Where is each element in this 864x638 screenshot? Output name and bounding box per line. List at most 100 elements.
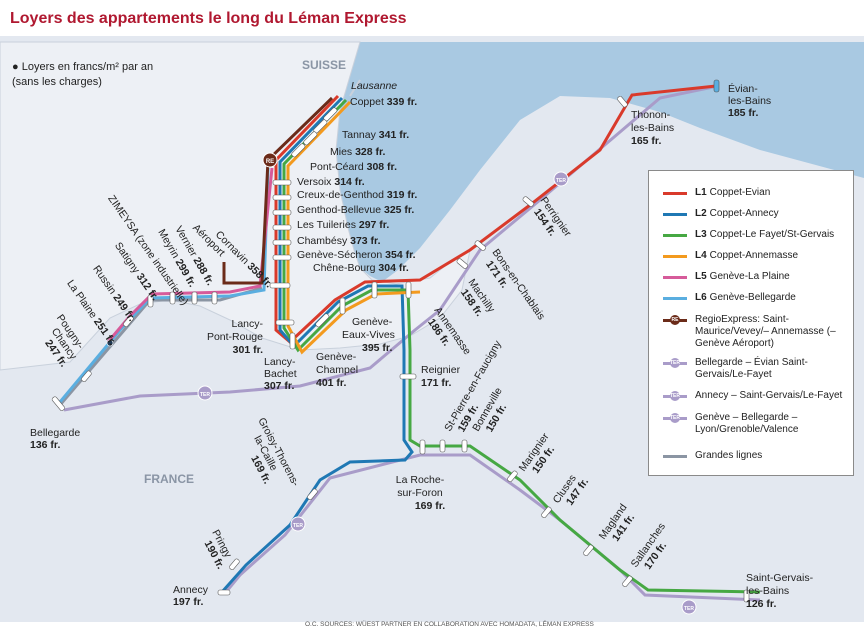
svg-text:171 fr.: 171 fr.: [421, 377, 451, 389]
svg-text:Eaux-Vives: Eaux-Vives: [342, 329, 395, 341]
station-marker-creux-de-genthod: [272, 194, 292, 201]
svg-text:Chêne-Bourg 304 fr.: Chêne-Bourg 304 fr.: [313, 262, 409, 274]
page-title: Loyers des appartements le long du Léman…: [10, 10, 407, 27]
station-marker-evian: [713, 79, 720, 93]
legend-swatch-ter-1: TER: [663, 357, 687, 369]
re-badge: RE: [262, 152, 278, 168]
legend-swatch-l2: [663, 213, 687, 216]
svg-text:Thonon-: Thonon-: [631, 109, 671, 121]
station-marker-genthod-bellevue: [272, 209, 292, 216]
legend-code-l2: L2: [695, 208, 707, 219]
legend-label-l6: Genève-Bellegarde: [709, 292, 796, 303]
legend-swatch-l6: [663, 297, 687, 300]
station-label-tannay: Tannay 341 fr.: [342, 129, 409, 141]
svg-text:307 fr.: 307 fr.: [264, 380, 294, 392]
station-label-les-tuileries: Les Tuileries 297 fr.: [297, 219, 389, 231]
station-marker-bons: [474, 240, 487, 251]
legend-item-regioexpress: RE RegioExpress: Saint-Maurice/Vevey/– A…: [663, 314, 849, 350]
legend-code-l6: L6: [695, 292, 707, 303]
svg-text:Pont-Céard 308 fr.: Pont-Céard 308 fr.: [310, 161, 397, 173]
station-label-geneve-secheron: Genève-Sécheron 354 fr.: [297, 249, 416, 261]
svg-text:La Roche-: La Roche-: [396, 474, 445, 486]
legend-item-ter-annecy: TER Annecy – Saint-Gervais/Le-Fayet: [663, 390, 849, 402]
svg-text:Genève-Sécheron 354 fr.: Genève-Sécheron 354 fr.: [297, 249, 416, 261]
legend-item-ter-geneve-lyon: TER Genève – Bellegarde – Lyon/Grenoble/…: [663, 412, 849, 436]
svg-text:126 fr.: 126 fr.: [746, 598, 776, 610]
station-marker-lancy-pont-rouge: [275, 319, 295, 326]
legend-item-grandes-lignes: Grandes lignes: [663, 450, 849, 462]
svg-text:301 fr.: 301 fr.: [233, 344, 263, 356]
ter-badge-icon: TER: [670, 358, 680, 368]
station-marker-les-tuileries: [272, 224, 292, 231]
svg-text:Reignier: Reignier: [421, 364, 461, 376]
legend-label-l1: Coppet-Evian: [709, 187, 771, 198]
svg-text:Mies 328 fr.: Mies 328 fr.: [330, 146, 386, 158]
station-marker-vernier: [211, 291, 218, 305]
legend-swatch-l3: [663, 234, 687, 237]
station-label-versoix: Versoix 314 fr.: [297, 176, 365, 188]
legend-label-grandes-lignes: Grandes lignes: [695, 450, 763, 461]
legend-label-ter-bellegarde-evian: Bellegarde – Évian Saint-Gervais/Le-Faye…: [695, 357, 808, 380]
station-marker-geneve-champel: [315, 313, 330, 328]
svg-text:sur-Foron: sur-Foron: [397, 487, 443, 499]
country-label-switzerland: SUISSE: [302, 58, 346, 72]
legend-swatch-l4: [663, 255, 687, 258]
svg-text:Les Tuileries 297 fr.: Les Tuileries 297 fr.: [297, 219, 389, 231]
legend-swatch-l5: [663, 276, 687, 279]
station-marker-versoix: [272, 179, 292, 186]
station-marker-bonneville: [461, 439, 468, 453]
svg-text:TER: TER: [684, 606, 694, 612]
legend-label-regioexpress: RegioExpress: Saint-Maurice/Vevey/– Anne…: [695, 314, 836, 349]
svg-text:185 fr.: 185 fr.: [728, 107, 758, 119]
legend-code-l1: L1: [695, 187, 707, 198]
station-marker-pringy: [229, 558, 240, 571]
ter-badge-bellegarde: TER: [197, 385, 213, 401]
legend-label-l3: Coppet-Le Fayet/St-Gervais: [709, 229, 835, 240]
svg-text:Creux-de-Genthod 319 fr.: Creux-de-Genthod 319 fr.: [297, 189, 417, 201]
station-marker-pont-ceard: [291, 143, 306, 158]
legend-label-ter-geneve-lyon: Genève – Bellegarde – Lyon/Grenoble/Vale…: [695, 412, 799, 435]
svg-text:Coppet 339 fr.: Coppet 339 fr.: [350, 96, 417, 108]
note-line-2: (sans les charges): [12, 76, 102, 88]
country-label-france: FRANCE: [144, 472, 194, 486]
station-marker-sallanches: [622, 575, 633, 588]
legend-swatch-ter-2: TER: [663, 390, 687, 402]
ter-badge-stgervais: TER: [681, 599, 697, 615]
svg-text:Évian-: Évian-: [728, 82, 758, 95]
station-marker-zimeysa: [169, 291, 176, 305]
svg-text:Bellegarde: Bellegarde: [30, 427, 80, 439]
line-l2: [220, 96, 414, 593]
station-label-chambesy: Chambésy 373 fr.: [297, 235, 381, 247]
ter-line-bellegarde-evian: [63, 84, 719, 412]
svg-text:401 fr.: 401 fr.: [316, 377, 346, 389]
lausanne-arrow-line: [349, 79, 361, 97]
station-marker-reignier: [399, 373, 417, 380]
re-badge-icon: RE: [670, 315, 680, 325]
station-marker-bellegarde: [51, 396, 65, 411]
station-marker-la-plaine: [106, 339, 114, 347]
svg-text:Saint-Gervais-: Saint-Gervais-: [746, 572, 814, 584]
station-marker-la-roche: [419, 439, 426, 455]
svg-text:Chambésy 373 fr.: Chambésy 373 fr.: [297, 235, 381, 247]
note-bullet: ●: [12, 61, 19, 73]
svg-text:Genève-: Genève-: [352, 316, 393, 328]
station-marker-st-pierre: [439, 439, 446, 453]
station-marker-satigny: [147, 294, 154, 308]
station-marker-chambesy: [272, 239, 292, 246]
svg-text:Genève-: Genève-: [316, 351, 357, 363]
station-label-genthod-bellevue: Genthod-Bellevue 325 fr.: [297, 204, 414, 216]
line-l1: [274, 84, 717, 345]
legend-item-ter-bellegarde-evian: TER Bellegarde – Évian Saint-Gervais/Le-…: [663, 357, 849, 381]
station-label-creux-de-genthod: Creux-de-Genthod 319 fr.: [297, 189, 417, 201]
station-marker-annemasse: [405, 281, 412, 299]
price-unit-note: ● Loyers en francs/m² par an (sans les c…: [12, 60, 153, 90]
